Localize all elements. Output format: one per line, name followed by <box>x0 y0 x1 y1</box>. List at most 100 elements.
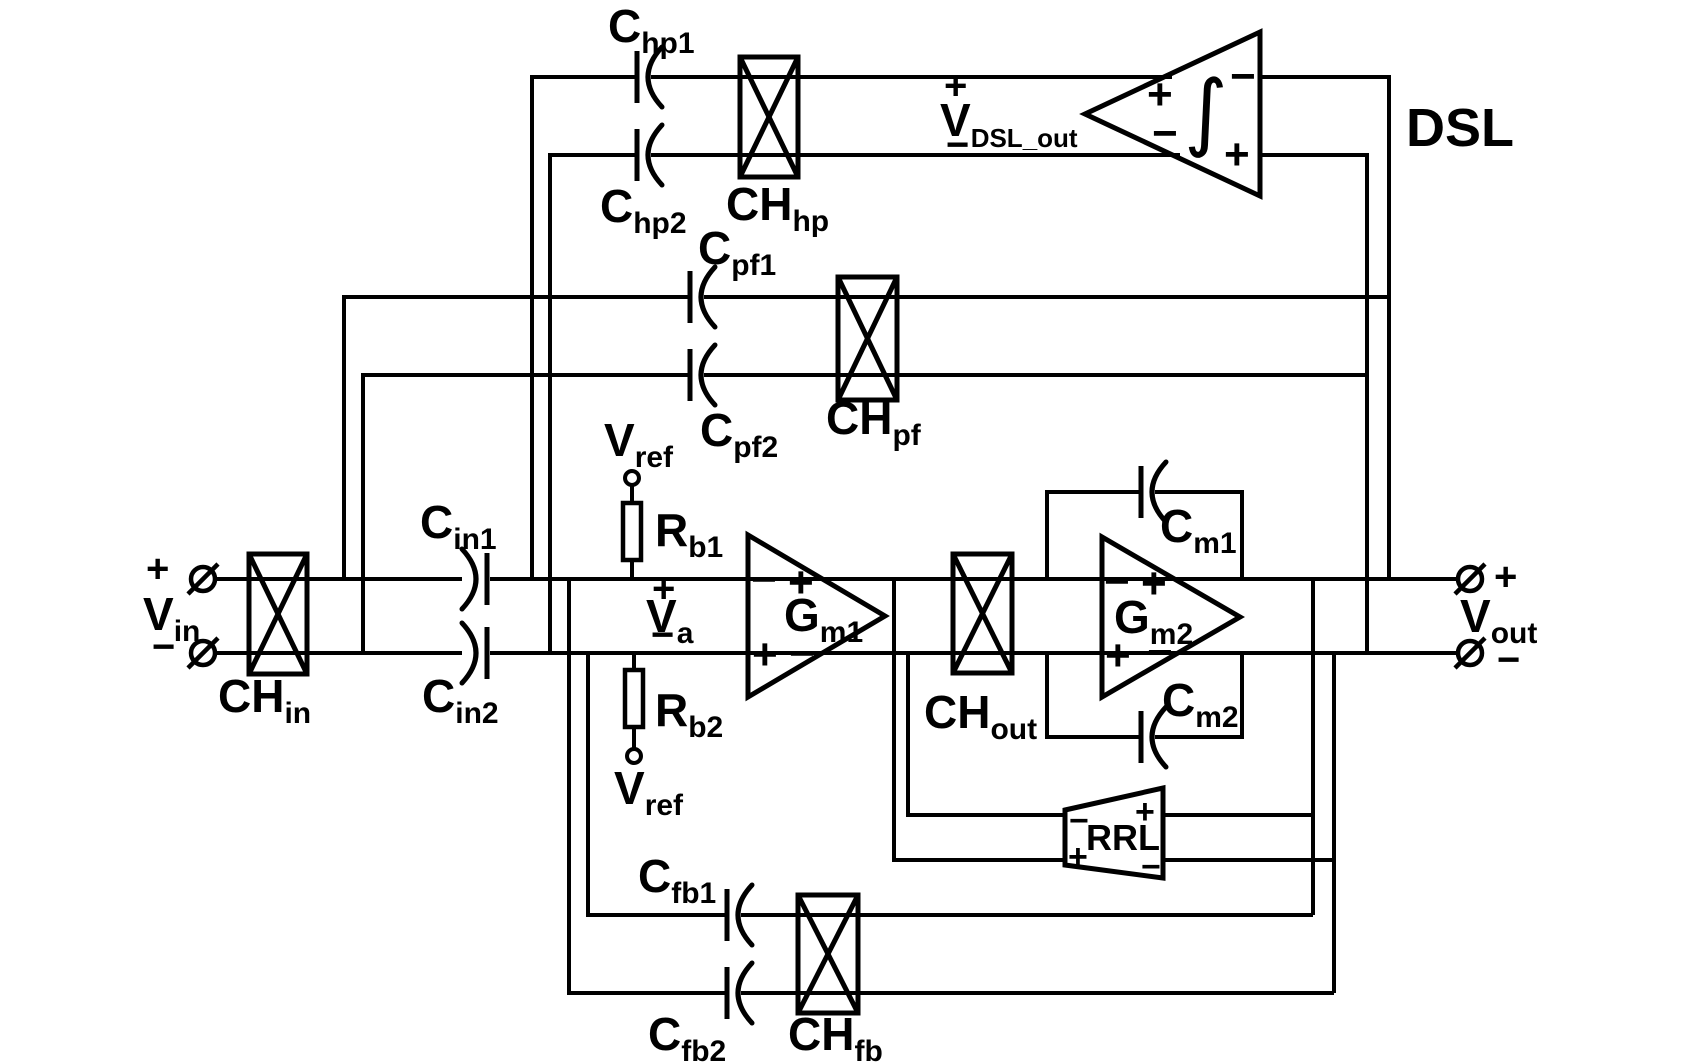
label-vref-bottom: Vref <box>614 762 684 822</box>
chopper-ch-out-box <box>950 551 1015 676</box>
sign-gm2-out-plus: + <box>1141 559 1167 608</box>
label-v-a: Va <box>646 590 694 650</box>
sign-vout-plus: + <box>1494 555 1517 599</box>
cap-c-hp1 <box>634 44 665 110</box>
gm2-amplifier <box>1099 532 1245 702</box>
sign-vout-minus: − <box>1497 638 1520 682</box>
vin-plus-terminal <box>186 562 220 596</box>
sign-gm2-in-plus: + <box>1105 631 1131 680</box>
vout-plus-terminal-circle <box>1455 564 1485 594</box>
chopper-ch-hp-box <box>737 54 801 180</box>
sign-dsl-in-plus: + <box>1147 70 1173 119</box>
label-c-fb2: Cfb2 <box>648 1008 726 1063</box>
label-c-in1: Cin1 <box>420 496 497 556</box>
sign-rrl-in-plus: + <box>1068 838 1088 876</box>
vout-minus-terminal-circle <box>1455 638 1485 668</box>
sign-vin-minus: − <box>152 625 175 669</box>
wire-cm2-left <box>1045 653 1141 739</box>
chopper-ch-in-diag2 <box>246 552 310 676</box>
label-c-hp2: Chp2 <box>600 180 687 240</box>
chopper-ch-out-diag2 <box>950 552 1015 675</box>
label-r-b2: Rb2 <box>655 684 723 744</box>
label-c-fb1: Cfb1 <box>638 850 716 910</box>
sign-vdsl-minus: − <box>946 123 969 167</box>
label-r-b1: Rb1 <box>655 504 723 564</box>
label-v-out: Vout <box>1460 590 1537 650</box>
sign-gm1-in-plus: + <box>752 630 778 679</box>
label-integral: ∫ <box>1184 62 1228 160</box>
vin-minus-terminal-circle <box>188 638 218 668</box>
cap-c-pf2-curved-plate <box>698 342 718 408</box>
cap-c-fb2 <box>724 960 755 1026</box>
vin-plus-terminal-circle <box>188 564 218 594</box>
rrl-amplifier <box>1062 784 1166 881</box>
label-g-m1: Gm1 <box>784 589 863 649</box>
cap-c-hp1-curved-plate <box>645 44 665 110</box>
chopper-ch-pf <box>835 274 900 403</box>
chopper-ch-fb-diag2 <box>795 893 861 1015</box>
label-c-pf2: Cpf2 <box>700 404 778 464</box>
wire-chp1-left <box>530 75 637 579</box>
gm1-amplifier <box>745 530 890 702</box>
label-vref-top: Vref <box>604 414 674 474</box>
resistor-r-b2 <box>622 667 646 730</box>
label-g-m2: Gm2 <box>1114 591 1193 651</box>
chopper-ch-in-box <box>246 551 310 677</box>
sign-va-minus: − <box>651 613 674 657</box>
vout-minus-terminal-slash <box>1453 636 1487 670</box>
chopper-ch-out <box>950 551 1015 676</box>
label-c-m2: Cm2 <box>1162 674 1239 734</box>
wire-cfb1-left <box>586 653 727 917</box>
cap-c-pf1 <box>687 264 718 330</box>
label-c-in2: Cin2 <box>422 670 499 730</box>
vin-plus-terminal-slash <box>186 562 220 596</box>
sign-dsl-in-minus: − <box>1152 109 1178 158</box>
cap-c-in1 <box>459 546 490 612</box>
sign-gm1-out-plus: + <box>788 558 814 607</box>
cap-c-hp2-curved-plate <box>645 122 665 188</box>
sign-gm2-in-minus: − <box>1104 557 1130 606</box>
wire-dsl-out-bottom <box>1260 153 1369 653</box>
chopper-ch-fb <box>795 892 861 1016</box>
chopper-ch-in <box>246 551 310 677</box>
vout-minus-terminal <box>1453 636 1487 670</box>
chopper-ch-hp-diag2 <box>737 55 801 179</box>
cap-c-pf2 <box>687 342 718 408</box>
label-v-dsl-out: VDSL_out <box>940 94 1078 153</box>
sign-va-plus: + <box>652 567 675 611</box>
label-c-m1: Cm1 <box>1160 500 1237 560</box>
vin-minus-terminal <box>186 636 220 670</box>
cap-c-in2-curved-plate <box>459 620 479 686</box>
dsl-integrator <box>1079 28 1263 200</box>
cap-c-fb1-curved-plate <box>735 882 755 948</box>
vout-plus-terminal-slash <box>1453 562 1487 596</box>
sign-vin-plus: + <box>146 547 169 591</box>
sign-gm1-out-minus: − <box>789 629 815 678</box>
vin-minus-terminal-slash <box>186 636 220 670</box>
label-dsl: DSL <box>1406 98 1514 158</box>
cap-c-in1-curved-plate <box>459 546 479 612</box>
label-ch-out: CHout <box>924 686 1037 746</box>
chopper-ch-hp <box>737 54 801 180</box>
cap-c-pf1-curved-plate <box>698 264 718 330</box>
sign-vdsl-plus: + <box>944 64 967 108</box>
cap-c-m1 <box>1138 459 1169 525</box>
sign-gm1-in-minus: − <box>751 555 777 604</box>
cap-c-in2 <box>459 620 490 686</box>
sign-dsl-out-minus: − <box>1230 52 1256 101</box>
vref-node-top <box>623 469 641 487</box>
label-ch-fb: CHfb <box>788 1008 883 1063</box>
wire-cm1-left <box>1045 490 1141 579</box>
vref-node-bottom <box>625 747 643 765</box>
label-v-in: Vin <box>143 588 200 648</box>
wire-dsl-out-top <box>1260 75 1391 579</box>
sign-rrl-out-minus: − <box>1141 848 1161 886</box>
chopper-ch-pf-diag2 <box>835 275 900 402</box>
sign-gm2-out-minus: − <box>1147 628 1173 677</box>
chopper-ch-pf-box <box>835 274 900 403</box>
wire-cfb2-left <box>567 579 727 995</box>
chopper-ch-fb-box <box>795 892 861 1016</box>
cap-c-fb2-curved-plate <box>735 960 755 1026</box>
